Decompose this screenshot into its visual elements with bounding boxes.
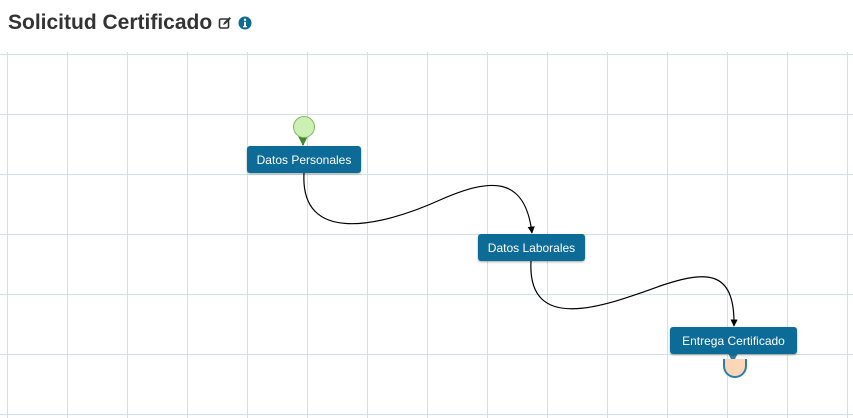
node-label: Entrega Certificado: [682, 333, 785, 348]
node-label: Datos Laborales: [487, 240, 576, 255]
edit-icon[interactable]: [218, 16, 232, 30]
info-icon[interactable]: [238, 16, 252, 30]
workflow-canvas[interactable]: [0, 52, 853, 418]
node-datos-personales[interactable]: Datos Personales: [247, 146, 361, 173]
page-header: Solicitud Certificado: [8, 8, 252, 38]
node-datos-laborales[interactable]: Datos Laborales: [478, 234, 585, 261]
page-title: Solicitud Certificado: [8, 11, 213, 34]
start-event-icon[interactable]: [293, 116, 315, 138]
node-label: Datos Personales: [256, 152, 352, 167]
node-entrega-certificado[interactable]: Entrega Certificado: [670, 327, 797, 354]
end-event-icon[interactable]: [723, 359, 747, 378]
